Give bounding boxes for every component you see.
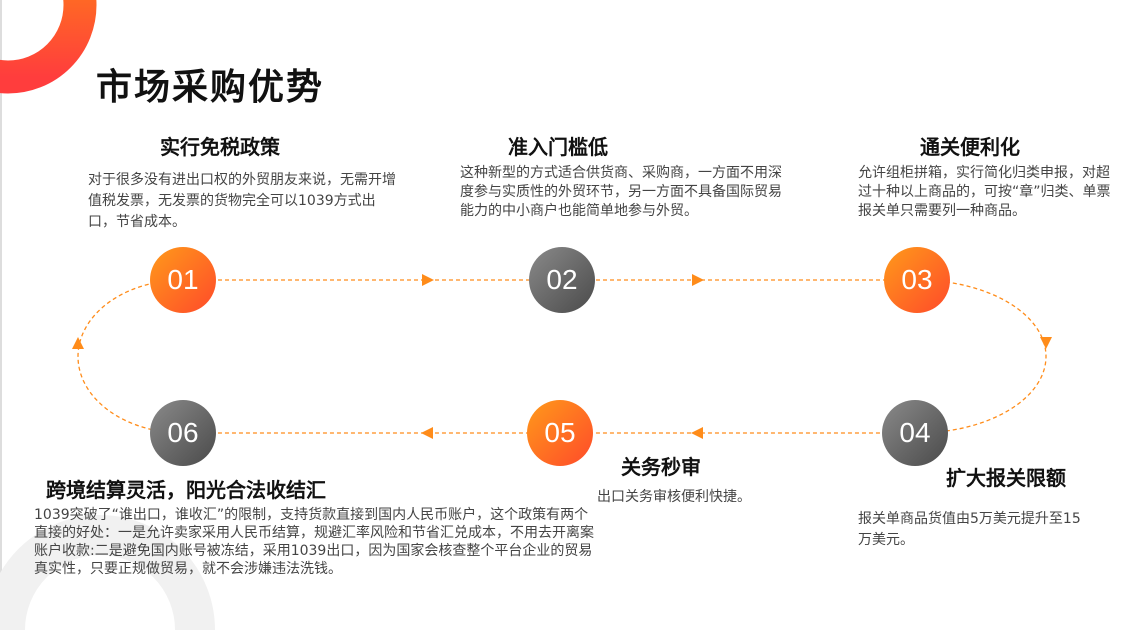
step-3-heading: 通关便利化 (920, 135, 1020, 159)
step-1-heading: 实行免税政策 (160, 135, 280, 159)
step-1-text: 对于很多没有进出口权的外贸朋友来说，无需开增值税发票，无发票的货物完全可以103… (88, 172, 396, 230)
arrow-up-icon (72, 337, 84, 349)
page-edge (0, 0, 2, 630)
arrow-right-icon (422, 274, 434, 286)
step-5-badge: 05 (527, 400, 593, 466)
step-2-badge: 02 (529, 247, 595, 313)
step-1-badge: 01 (150, 247, 216, 313)
step-3-text: 允许组柜拼箱，实行简化归类申报，对超过十种以上商品的，可按“章”归类、单票报关单… (858, 165, 1111, 219)
corner-ring-gray-decoration (0, 515, 215, 630)
arrow-right-icon (692, 274, 704, 286)
step-6-text: 1039突破了“谁出口，谁收汇”的限制，支持货款直接到国内人民币账户，这个政策有… (34, 507, 594, 577)
corner-ring-decoration (0, 0, 97, 94)
step-4-badge: 04 (882, 400, 948, 466)
page-title: 市场采购优势 (96, 67, 325, 108)
step-5-heading: 关务秒审 (621, 455, 701, 479)
step-4-text: 报关单商品货值由5万美元提升至15万美元。 (858, 511, 1081, 548)
step-6-heading: 跨境结算灵活，阳光合法收结汇 (46, 478, 326, 502)
arrow-left-icon (421, 427, 433, 439)
step-4-heading: 扩大报关限额 (946, 466, 1066, 490)
step-6-badge: 06 (150, 400, 216, 466)
step-3-badge: 03 (884, 247, 950, 313)
arrow-down-icon (1040, 337, 1052, 349)
step-5-text: 出口关务审核便利快捷。 (597, 489, 751, 505)
step-2-text: 这种新型的方式适合供货商、采购商，一方面不用深度参与实质性的外贸环节，另一方面不… (460, 165, 782, 219)
step-2-heading: 准入门槛低 (508, 135, 608, 159)
arrow-left-icon (691, 427, 703, 439)
